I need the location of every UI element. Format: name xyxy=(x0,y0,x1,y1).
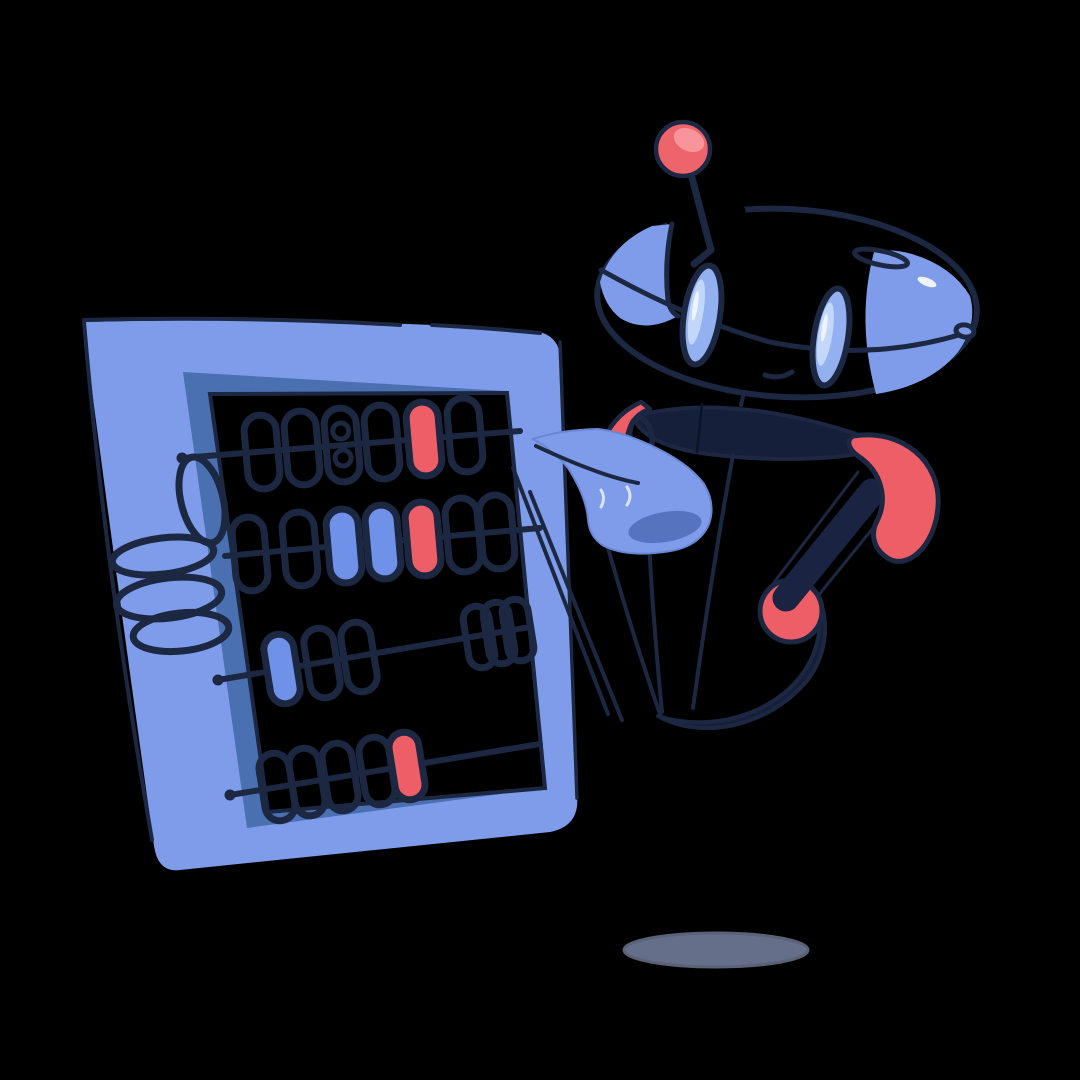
knuckle-crease-1 xyxy=(599,488,605,509)
bead-outline xyxy=(300,624,344,702)
ground-shadow xyxy=(622,931,810,969)
bead-outline xyxy=(278,508,322,590)
abacus-row-1 xyxy=(240,394,487,493)
forearm-edge-1 xyxy=(770,470,860,587)
bead-outline xyxy=(318,739,362,815)
grip-coils xyxy=(108,453,233,656)
right-arm-hook xyxy=(846,432,941,564)
frame-outline-right xyxy=(558,340,579,800)
mouth xyxy=(762,369,795,380)
string-2 xyxy=(528,490,624,722)
rod-1 xyxy=(179,428,523,461)
bead-outline xyxy=(240,411,284,493)
bead-outline xyxy=(443,394,487,476)
bead-double xyxy=(320,404,364,486)
robot-head xyxy=(594,119,980,401)
tail-swoosh xyxy=(656,588,828,731)
eyebrow-slit xyxy=(852,246,910,270)
rod-3-knob xyxy=(212,674,224,686)
knuckle-crease-2 xyxy=(625,485,632,507)
abacus-beads xyxy=(228,394,538,825)
bead-blue xyxy=(361,501,405,583)
bead-blue xyxy=(322,505,366,587)
bead-outline xyxy=(360,401,404,483)
string-1 xyxy=(511,466,610,716)
abacus-row-2 xyxy=(228,491,519,595)
neck-line xyxy=(739,390,746,407)
rod-4 xyxy=(227,741,543,798)
grip-coil-3 xyxy=(129,608,233,656)
abacus-row-4 xyxy=(255,728,429,825)
frame-outline-left xyxy=(82,320,154,842)
torso-line-mid xyxy=(604,539,663,719)
bead-outline xyxy=(228,513,272,595)
pointing-hand xyxy=(530,427,713,555)
antenna-ball-highlight xyxy=(673,127,705,153)
bead-outline xyxy=(280,407,324,489)
torso-line-center xyxy=(691,453,735,710)
bead-outline xyxy=(479,598,519,668)
antenna-stem xyxy=(687,170,715,268)
forearm xyxy=(772,478,886,612)
bead-red xyxy=(402,398,446,480)
abacus-row-3 xyxy=(260,595,538,708)
right-eye xyxy=(809,285,853,389)
grip-coil-2 xyxy=(112,573,226,623)
rod-4-knob xyxy=(224,789,236,801)
head-glint xyxy=(917,276,937,288)
finger-crease-line xyxy=(534,444,640,485)
right-arm xyxy=(757,432,941,645)
frame-outline-top xyxy=(82,316,542,335)
bead-outline xyxy=(459,602,499,672)
head-saucer-outline xyxy=(594,205,980,401)
collar-seam xyxy=(695,402,704,454)
bead-outline xyxy=(475,491,519,573)
collar xyxy=(631,405,886,461)
head-equator-line xyxy=(598,267,965,353)
bead-outline xyxy=(337,618,381,696)
left-eye xyxy=(679,262,725,368)
head-left-wedge-edge xyxy=(664,221,681,319)
bead-outline xyxy=(498,595,538,665)
bead-blue xyxy=(260,630,304,708)
head-right-cap xyxy=(865,250,973,394)
bead-red xyxy=(385,728,429,804)
hand-shading xyxy=(628,510,702,544)
abacus xyxy=(82,316,579,871)
head-tip-ring xyxy=(953,322,977,340)
bead-red xyxy=(401,498,445,580)
grip-coil-1 xyxy=(108,533,218,579)
